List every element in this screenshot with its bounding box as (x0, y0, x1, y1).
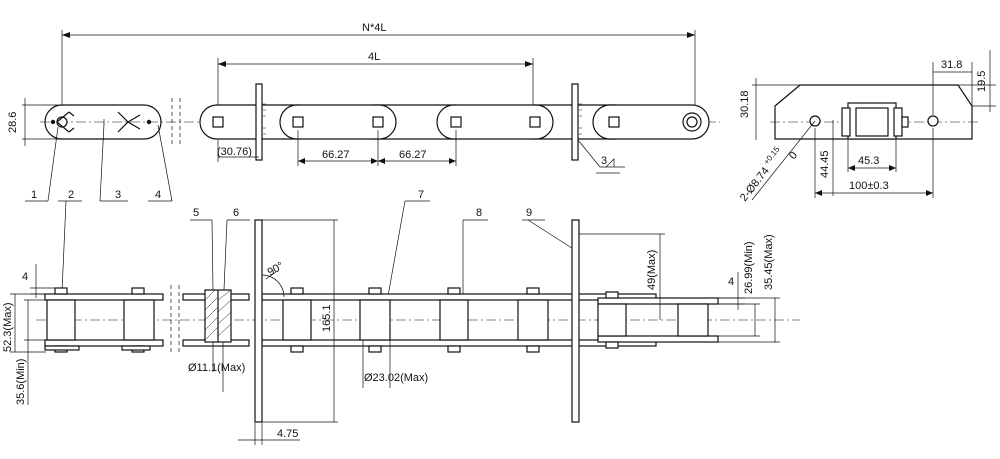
dim-31-8: 31.8 (941, 59, 962, 71)
front-view: 90° 165.1 Ø11.1(Max) Ø23.02(Max) 4.75 4 … (2, 219, 800, 445)
rollers (46, 299, 709, 341)
flight-top-right (571, 83, 579, 161)
hole-callout: 2-Ø8.74 +0.15 (736, 144, 787, 203)
dim-right-4: 4 (728, 276, 734, 288)
dim-52-3: 52.3(Max) (2, 302, 14, 352)
callout-5: 5 (193, 207, 199, 219)
top-view: N*4L 4L 28.6 (7, 22, 720, 174)
dim-4l: 4L (368, 51, 380, 63)
callout-7: 7 (418, 189, 424, 201)
section-mark-3: 3 (601, 155, 607, 167)
dim-roller-dia: Ø23.02(Max) (364, 372, 428, 384)
link-plate-6 (436, 104, 554, 140)
callout-8: 8 (476, 207, 482, 219)
link-plate-4 (592, 104, 710, 140)
dim-66-27-b: 66.27 (399, 149, 427, 161)
callout-leaders: 1 2 3 4 5 6 7 8 9 (25, 123, 576, 297)
hole-right (927, 115, 939, 127)
dim-66-27-a: 66.27 (322, 149, 350, 161)
callout-4: 4 (155, 189, 161, 201)
dim-49: 49(Max) (646, 250, 658, 290)
dim-45-3: 45.3 (858, 155, 879, 167)
callout-2: 2 (68, 189, 74, 201)
dim-n4l: N*4L (362, 22, 386, 34)
flight-top-left (255, 83, 263, 161)
link-plate-5 (279, 104, 397, 140)
callout-3: 3 (115, 189, 121, 201)
dim-28-6: 28.6 (7, 112, 19, 133)
callout-9: 9 (526, 207, 532, 219)
dim-35-45: 35.45(Max) (763, 234, 775, 290)
callout-6: 6 (233, 207, 239, 219)
flight-right (571, 219, 580, 423)
dim-35-6: 35.6(Min) (15, 359, 27, 405)
flight-left (254, 219, 263, 423)
dim-left-4: 4 (22, 271, 28, 283)
side-view: 30.18 31.8 19.5 2-Ø8.74 +0.15 0 44.45 45… (736, 50, 996, 204)
dim-30-76: (30.76) (217, 146, 252, 158)
pin-heads (212, 112, 702, 132)
dim-30-18: 30.18 (739, 90, 751, 118)
dim-26-99: 26.99(Min) (743, 241, 755, 294)
dim-4-75: 4.75 (277, 428, 298, 440)
dim-19-5: 19.5 (976, 71, 988, 92)
pin-heads-front (44, 287, 619, 353)
dim-44-45: 44.45 (819, 150, 831, 178)
callout-1: 1 (31, 189, 37, 201)
dim-165-1: 165.1 (321, 304, 333, 332)
hole-tol-lower: 0 (787, 150, 800, 162)
dim-100: 100±0.3 (849, 180, 889, 192)
dim-pin-dia: Ø11.1(Max) (188, 362, 245, 374)
